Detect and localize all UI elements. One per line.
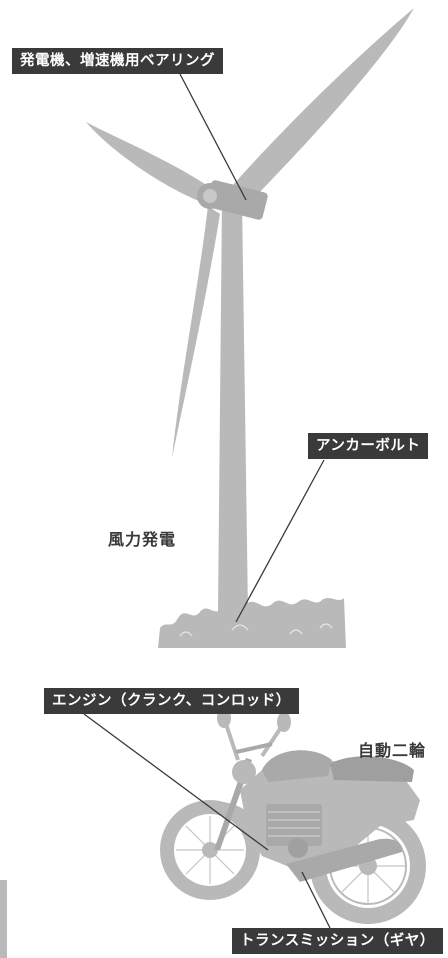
- wind-turbine-illustration: [86, 8, 414, 648]
- leader-line-anchor-bolt: [235, 459, 325, 623]
- partial-illustration-left-edge: [0, 880, 7, 958]
- turbine-ground: [158, 598, 346, 648]
- leader-line-bearing: [179, 73, 247, 201]
- leader-line-engine: [83, 713, 269, 851]
- label-transmission: トランスミッション（ギヤ）: [232, 928, 443, 954]
- label-anchor-bolt: アンカーボルト: [308, 433, 429, 459]
- turbine-blade-left: [86, 122, 214, 204]
- turbine-nacelle: [206, 180, 268, 220]
- turbine-blade-lower: [172, 206, 220, 458]
- motorcycle-illustration: [160, 708, 426, 924]
- leader-line-transmission: [301, 871, 331, 929]
- label-bearing: 発電機、増速機用ベアリング: [12, 48, 223, 74]
- label-motorcycle: 自動二輪: [358, 741, 427, 760]
- leader-lines: [83, 73, 331, 929]
- turbine-tower: [218, 200, 248, 612]
- turbine-blade-upper: [232, 8, 414, 200]
- label-wind-power: 風力発電: [108, 530, 177, 549]
- label-engine: エンジン（クランク、コンロッド）: [44, 688, 299, 714]
